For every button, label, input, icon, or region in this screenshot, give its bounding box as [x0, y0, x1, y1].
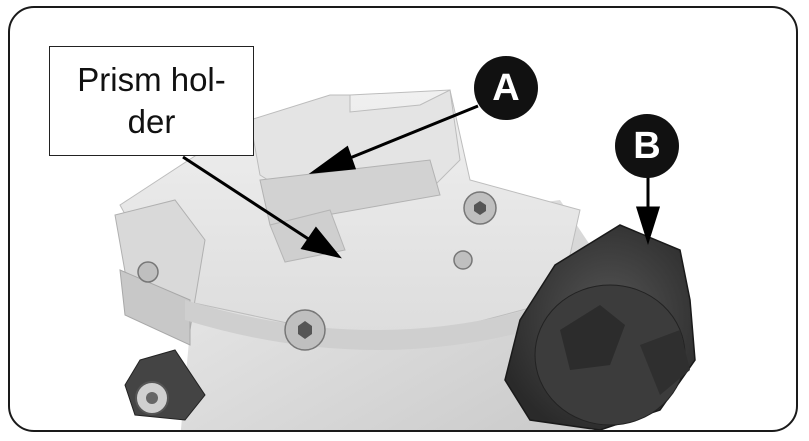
label-line-1: Prism hol- [77, 61, 226, 98]
label-line-2: der [127, 103, 176, 140]
callout-a-letter: A [492, 66, 520, 109]
callout-b-badge: B [615, 114, 679, 178]
callout-b-letter: B [633, 124, 661, 167]
callout-a-badge: A [474, 56, 538, 120]
arrows [182, 104, 661, 259]
prism-holder-label: Prism hol- der [49, 46, 254, 156]
